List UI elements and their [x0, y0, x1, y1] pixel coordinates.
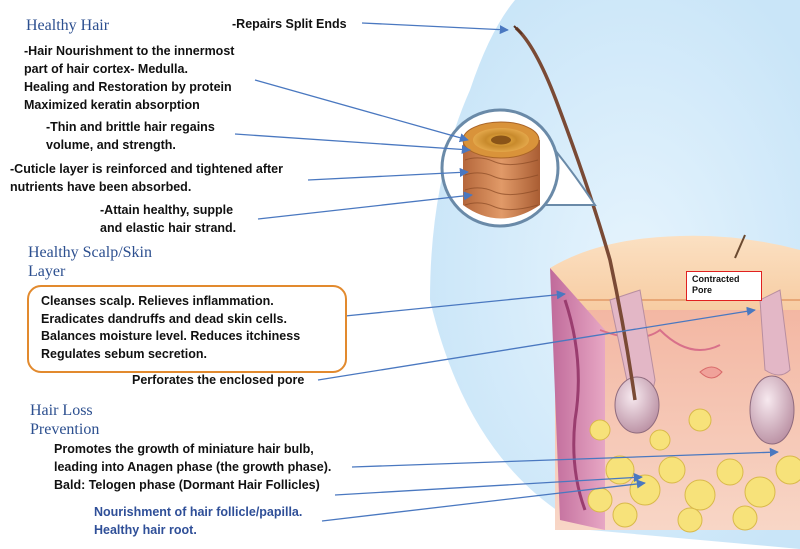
label-nourishment-line2: part of hair cortex- Medulla. [24, 62, 188, 76]
label-follicle: Nourishment of hair follicle/papilla. He… [94, 503, 302, 539]
scalp-benefits-text: Cleanses scalp. Relieves inflammation. E… [41, 293, 300, 363]
scalp-benefit-line1: Cleanses scalp. Relieves inflammation. [41, 294, 274, 308]
label-follicle-line2: Healthy hair root. [94, 523, 197, 537]
heading-hair-loss: Hair Loss Prevention [30, 401, 99, 439]
label-growth-line3: Bald: Telogen phase (Dormant Hair Follic… [54, 478, 320, 492]
skin-cross-section [550, 234, 800, 533]
heading-loss-line2: Prevention [30, 421, 100, 438]
label-growth-line1: Promotes the growth of miniature hair bu… [54, 442, 314, 456]
medulla [491, 135, 511, 145]
label-nourishment: -Hair Nourishment to the innermost part … [24, 42, 234, 114]
label-supple-line1: -Attain healthy, supple [100, 203, 234, 217]
scalp-benefit-line4: Regulates sebum secretion. [41, 346, 208, 361]
label-nourishment-line1: -Hair Nourishment to the innermost [24, 44, 235, 58]
heading-loss-line1: Hair Loss [30, 402, 93, 419]
label-nourishment-line3: Healing and Restoration by protein [24, 80, 232, 94]
label-supple-line2: and elastic hair strand. [100, 221, 237, 235]
label-volume: -Thin and brittle hair regains volume, a… [46, 118, 215, 154]
label-pore: Perforates the enclosed pore [132, 373, 305, 387]
label-volume-line2: volume, and strength. [46, 138, 176, 152]
scalp-benefits-box: Cleanses scalp. Relieves inflammation. E… [27, 285, 347, 373]
label-follicle-line1: Nourishment of hair follicle/papilla. [94, 505, 303, 519]
label-growth: Promotes the growth of miniature hair bu… [54, 440, 331, 494]
label-cuticle-line2: nutrients have been absorbed. [10, 180, 192, 194]
heading-scalp-line1: Healthy Scalp/Skin [28, 244, 152, 261]
label-volume-line1: -Thin and brittle hair regains [46, 120, 215, 134]
label-nourishment-line4: Maximized keratin absorption [24, 98, 200, 112]
heading-healthy-scalp: Healthy Scalp/Skin Layer [28, 243, 152, 281]
scalp-benefit-line3: Balances moisture level. Reduces itchine… [41, 329, 301, 343]
hair-follicle-right [759, 289, 791, 376]
label-split-ends: -Repairs Split Ends [232, 17, 347, 31]
label-supple: -Attain healthy, supple and elastic hair… [100, 201, 236, 237]
pointer-arrows [234, 22, 779, 522]
label-cuticle: -Cuticle layer is reinforced and tighten… [10, 160, 283, 196]
callout-line2: Pore [692, 285, 713, 295]
heading-healthy-hair: Healthy Hair [26, 17, 110, 34]
hair-bulb-left [614, 376, 660, 434]
hair-bulb-right [749, 375, 795, 445]
callout-line1: Contracted [692, 274, 740, 284]
fat-cells [587, 408, 800, 533]
contracted-pore-callout: Contracted Pore [686, 271, 762, 301]
label-growth-line2: leading into Anagen phase (the growth ph… [54, 460, 332, 474]
label-cuticle-line1: -Cuticle layer is reinforced and tighten… [10, 162, 283, 176]
scalp-benefit-line2: Eradicates dandruffs and dead skin cells… [41, 311, 287, 326]
heading-scalp-line2: Layer [28, 263, 66, 280]
